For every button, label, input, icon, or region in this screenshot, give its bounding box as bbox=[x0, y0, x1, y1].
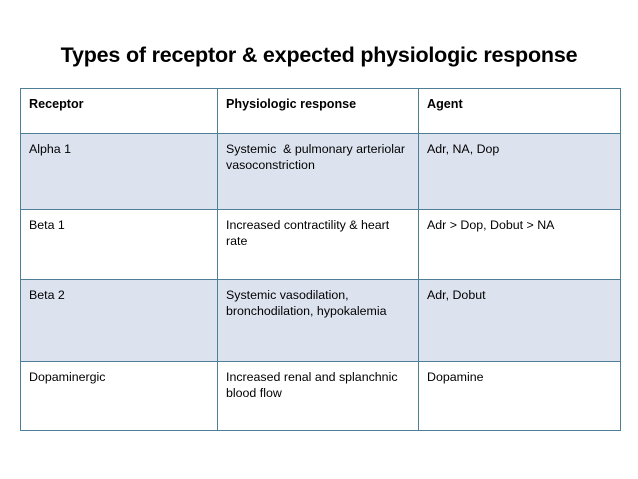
column-header-receptor: Receptor bbox=[20, 88, 218, 134]
page-title: Types of receptor & expected physiologic… bbox=[60, 43, 578, 67]
cell-agent: Dopamine bbox=[418, 361, 621, 431]
cell-agent: Adr, NA, Dop bbox=[418, 133, 621, 210]
table-row: Alpha 1 Systemic & pulmonary arteriolar … bbox=[20, 133, 621, 210]
cell-receptor: Beta 2 bbox=[20, 279, 218, 362]
table-row: Beta 2 Systemic vasodilation, bronchodil… bbox=[20, 279, 621, 362]
cell-response: Increased renal and splanchnic blood flo… bbox=[217, 361, 419, 431]
table-row: Dopaminergic Increased renal and splanch… bbox=[20, 361, 621, 431]
table-header-row: Receptor Physiologic response Agent bbox=[20, 88, 621, 134]
cell-response: Increased contractility & heart rate bbox=[217, 209, 419, 280]
column-header-response: Physiologic response bbox=[217, 88, 419, 134]
cell-receptor: Dopaminergic bbox=[20, 361, 218, 431]
cell-agent: Adr > Dop, Dobut > NA bbox=[418, 209, 621, 280]
cell-response: Systemic vasodilation, bronchodilation, … bbox=[217, 279, 419, 362]
cell-receptor: Alpha 1 bbox=[20, 133, 218, 210]
table-row: Beta 1 Increased contractility & heart r… bbox=[20, 209, 621, 280]
cell-response: Systemic & pulmonary arteriolar vasocons… bbox=[217, 133, 419, 210]
column-header-agent: Agent bbox=[418, 88, 621, 134]
receptor-response-table: Receptor Physiologic response Agent Alph… bbox=[20, 88, 621, 431]
cell-agent: Adr, Dobut bbox=[418, 279, 621, 362]
cell-receptor: Beta 1 bbox=[20, 209, 218, 280]
